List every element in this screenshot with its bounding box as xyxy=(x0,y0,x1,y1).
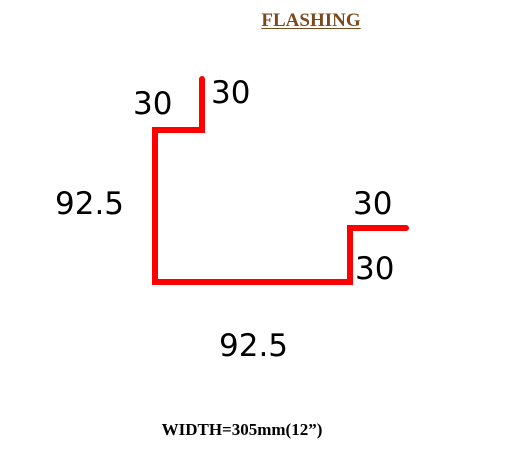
dim-right-flange-vertical: 30 xyxy=(355,251,394,287)
dim-right-flange-horizontal: 30 xyxy=(353,186,392,222)
width-note: WIDTH=305mm(12”) xyxy=(161,420,323,439)
dim-bottom: 92.5 xyxy=(219,328,288,364)
flashing-profile xyxy=(152,76,409,285)
dim-left-wall: 92.5 xyxy=(55,186,124,222)
drawing-title: FLASHING xyxy=(261,10,361,31)
dim-top-flange-vertical: 30 xyxy=(133,86,172,122)
dim-top-flange-horizontal: 30 xyxy=(211,75,250,111)
